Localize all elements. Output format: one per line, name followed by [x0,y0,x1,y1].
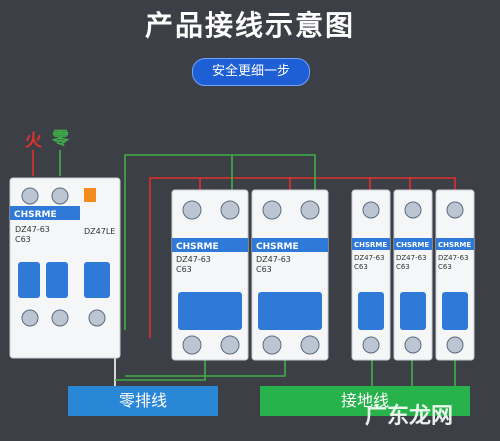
watermark-text: 广东龙网 [365,404,454,429]
rcd-brand: CHSRME [14,210,57,220]
fire-label: 火 [25,131,42,151]
single-breaker-2: CHSRME DZ47-63 C63 [393,189,433,361]
fire-wire [149,177,201,338]
single1-brand: CHSRME [354,241,387,249]
rcd-model2: DZ47LE [84,227,115,236]
single2-rating: C63 [396,263,410,271]
single-breaker-3: CHSRME DZ47-63 C63 [435,189,475,361]
double1-brand: CHSRME [176,242,219,252]
double1-rating: C63 [176,265,192,274]
rcd-rating: C63 [15,235,31,244]
single1-rating: C63 [354,263,368,271]
single2-model: DZ47-63 [396,254,427,262]
single3-brand: CHSRME [438,241,471,249]
zero-wire [124,154,233,330]
single3-rating: C63 [438,263,452,271]
zero-label: 零 [52,129,69,149]
rcd-breaker: CHSRME DZ47-63 C63 DZ47LE [9,177,121,359]
ground-bar: 接地线 [260,386,470,416]
double2-model: DZ47-63 [256,255,291,264]
double2-rating: C63 [256,265,272,274]
neutral-bar: 零排线 [68,386,218,416]
rcd-model: DZ47-63 [15,225,50,234]
single2-brand: CHSRME [396,241,429,249]
single3-model: DZ47-63 [438,254,469,262]
double-breaker-1: CHSRME DZ47-63 C63 [171,189,249,361]
double-breaker-2: CHSRME DZ47-63 C63 [251,189,329,361]
subtitle-button[interactable]: 安全更细一步 [192,58,310,86]
double1-model: DZ47-63 [176,255,211,264]
single1-model: DZ47-63 [354,254,385,262]
single-breaker-1: CHSRME DZ47-63 C63 [351,189,391,361]
double2-brand: CHSRME [256,242,299,252]
page-title: 产品接线示意图 [144,9,355,42]
